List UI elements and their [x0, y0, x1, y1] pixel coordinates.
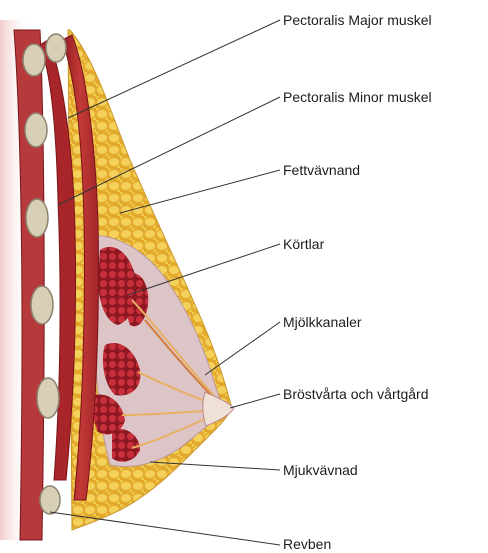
- label-pectoralis-minor: Pectoralis Minor muskel: [283, 89, 432, 105]
- leader-line-brostvarta: [230, 394, 280, 408]
- label-mjolkkanaler: Mjölkkanaler: [283, 314, 362, 330]
- leader-line-pectoralis-major: [68, 20, 280, 118]
- label-pectoralis-major: Pectoralis Major muskel: [283, 12, 432, 28]
- leader-line-mjolkkanaler: [205, 322, 280, 375]
- label-fettvavnad: Fettvävnand: [283, 162, 360, 178]
- label-revben: Revben: [283, 536, 331, 552]
- leader-line-revben: [50, 512, 280, 545]
- label-mjukvavnad: Mjukvävnad: [283, 462, 358, 478]
- label-brostvarta: Bröstvårta och vårtgård: [283, 386, 429, 402]
- label-kortlar: Körtlar: [283, 236, 324, 252]
